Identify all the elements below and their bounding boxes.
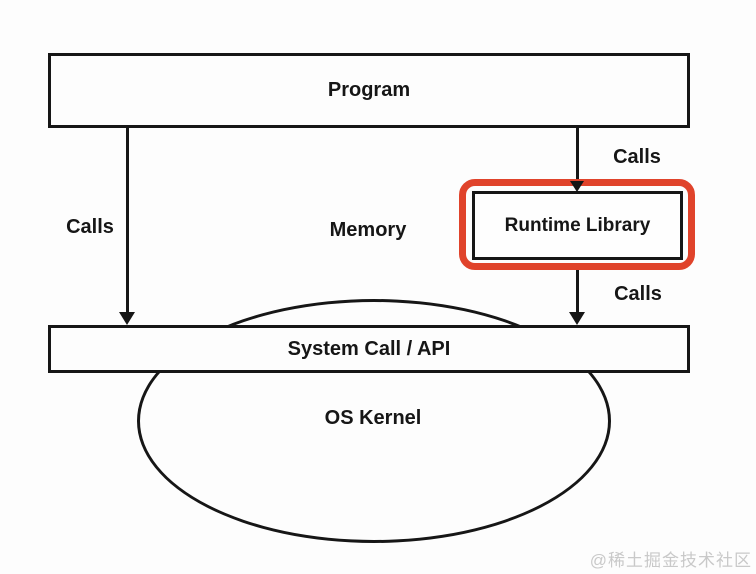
watermark-text: @稀土掘金技术社区 [589,551,752,570]
edge-program-to-syscall-label: Calls [66,216,114,238]
arrowhead-program-to-runtime-icon [570,181,584,192]
arrowhead-runtime-to-syscall-icon [569,312,585,325]
program-box: Program [48,53,690,128]
program-label: Program [327,79,411,101]
runtime-library-label: Runtime Library [504,214,651,236]
os-kernel-ellipse [137,299,611,543]
os-kernel-label: OS Kernel [324,407,422,429]
edge-program-to-runtime-label: Calls [613,146,661,168]
system-call-bar: System Call / API [48,325,690,373]
arrowhead-program-to-syscall-icon [119,312,135,325]
runtime-library-box: Runtime Library [472,191,683,260]
memory-label: Memory [329,219,407,241]
system-call-label: System Call / API [287,337,451,360]
edge-runtime-to-syscall-label: Calls [614,283,662,305]
edge-runtime-to-syscall-line [576,268,579,313]
edge-program-to-runtime-line [576,128,579,180]
edge-program-to-syscall-line [126,128,129,313]
